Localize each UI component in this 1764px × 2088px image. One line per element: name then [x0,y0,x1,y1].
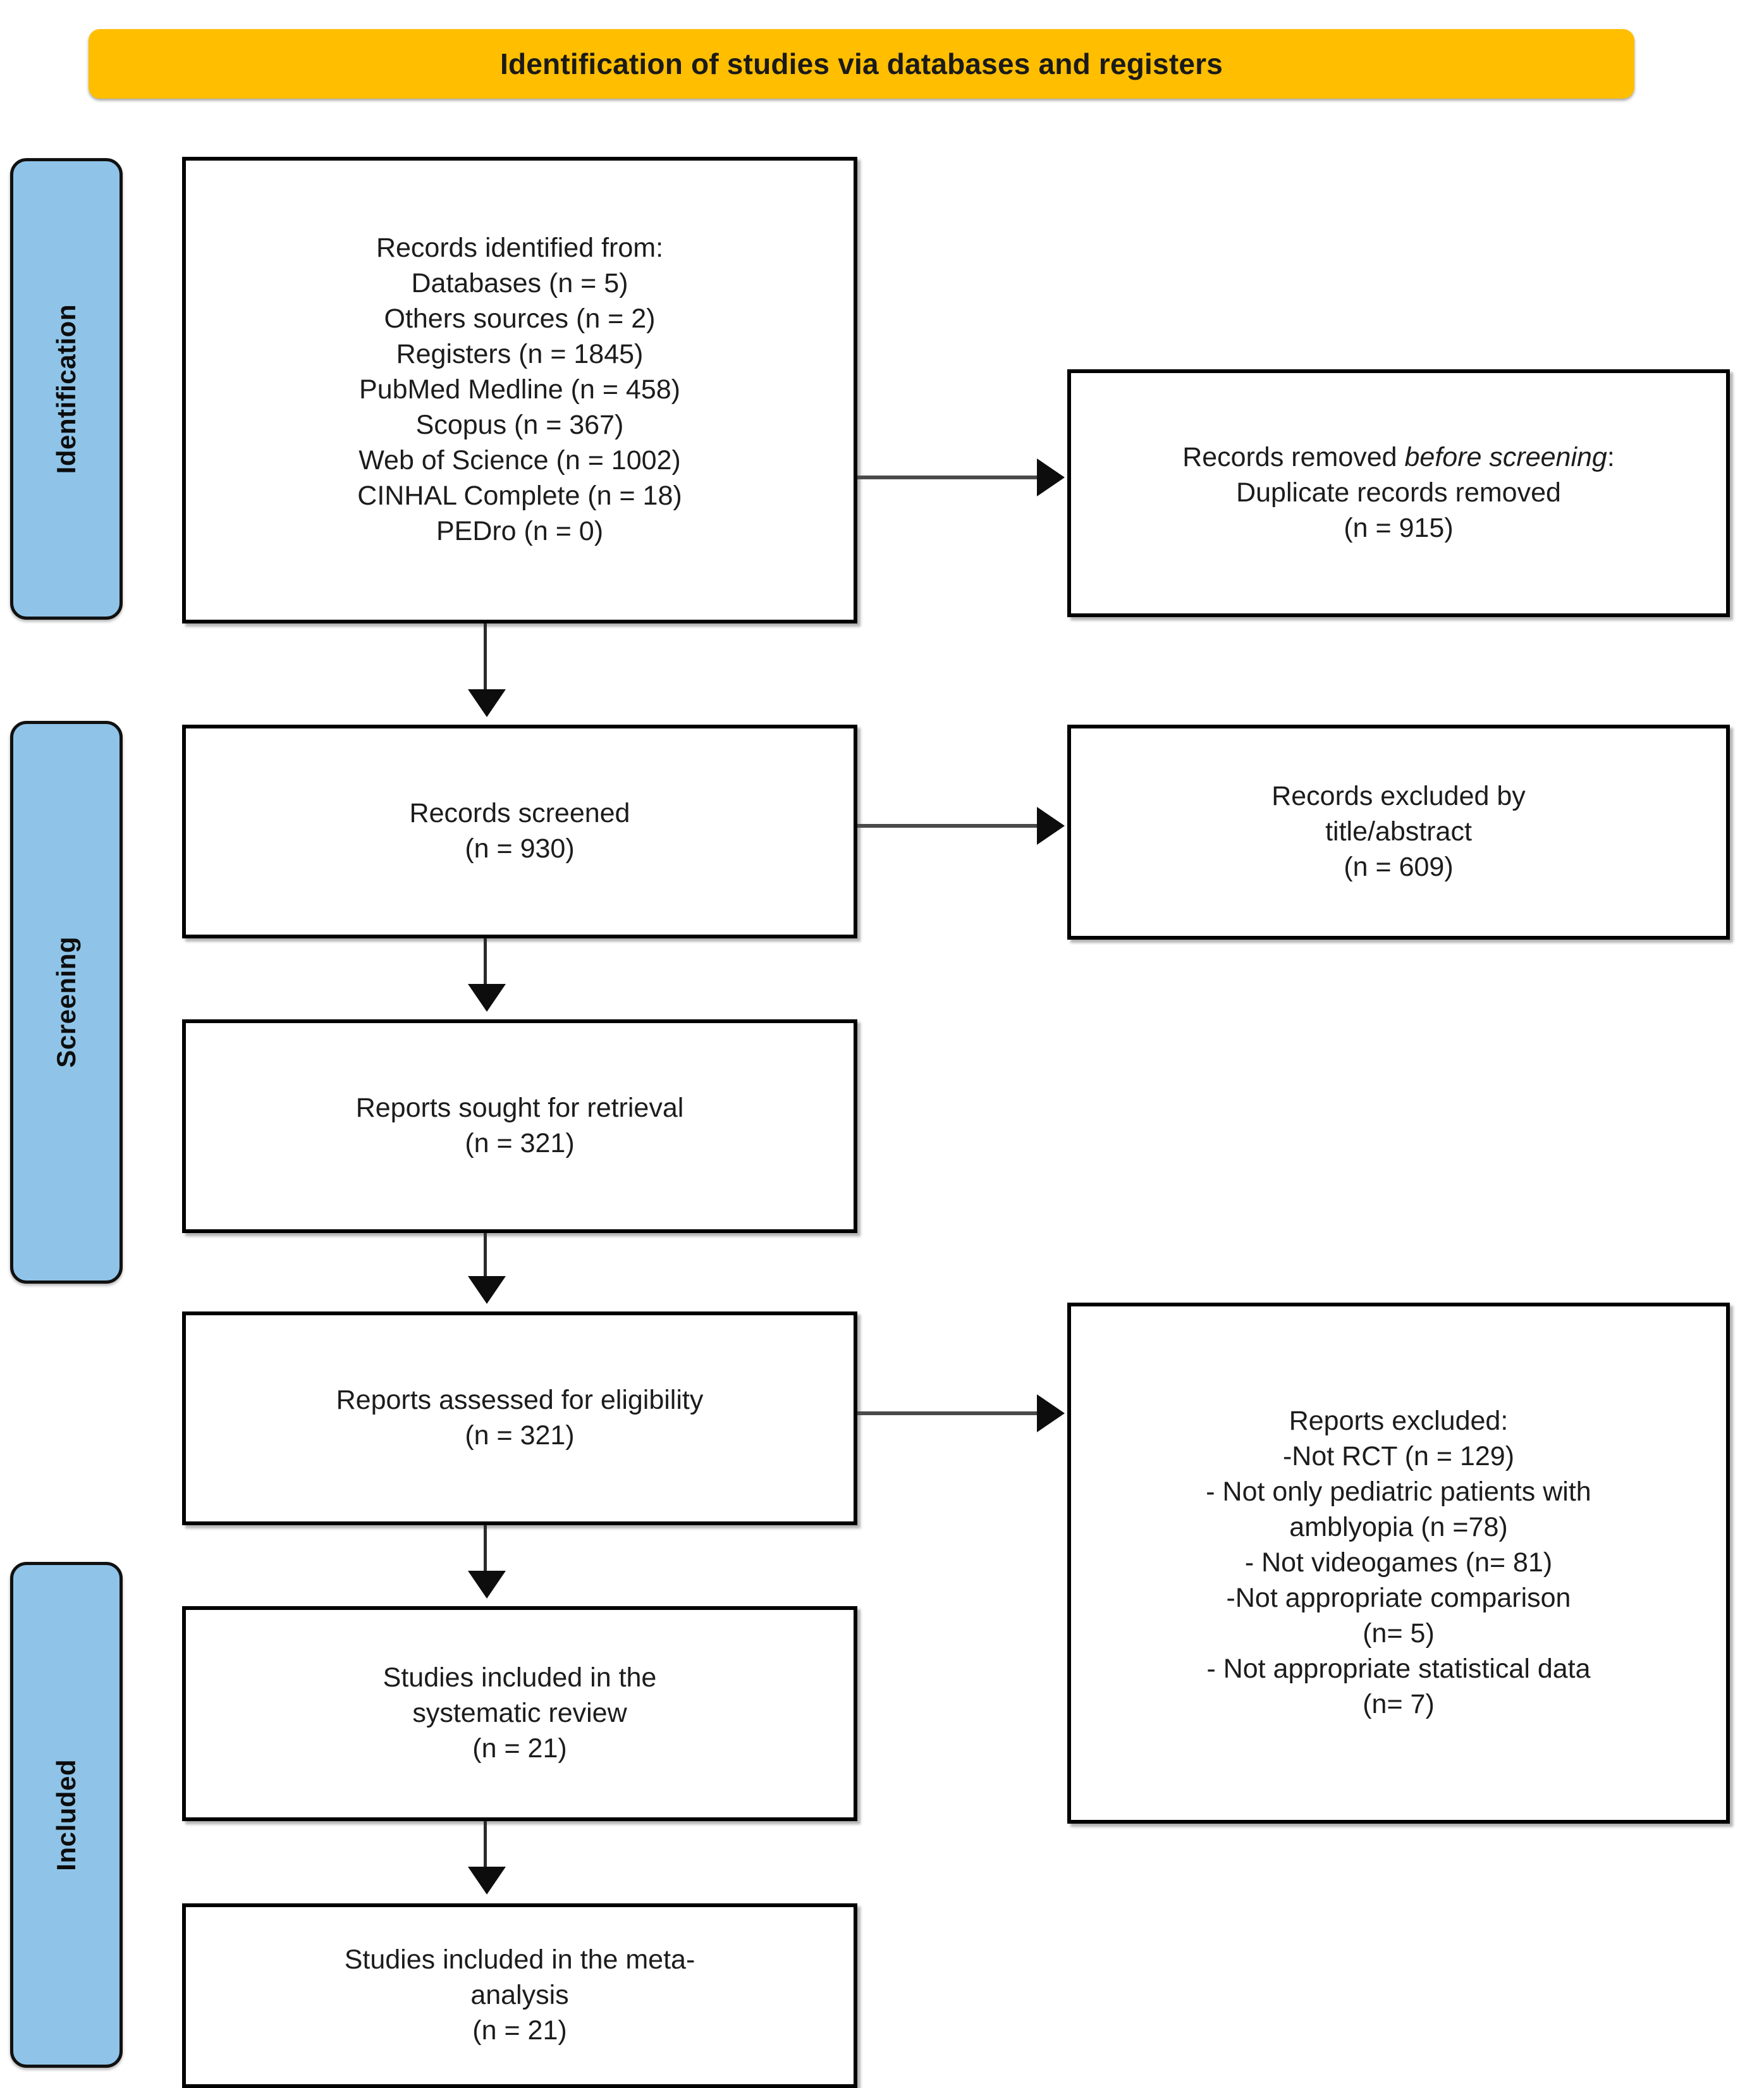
box-reports-excluded-text: Reports excluded: -Not RCT (n = 129) - N… [1206,1406,1591,1719]
connector-assessed-to-excluded-reports [857,1411,1041,1415]
duplicates-suffix: : Duplicate records removed (n = 915) [1236,442,1615,543]
diagram-header-banner: Identification of studies via databases … [89,29,1634,99]
stage-band-screening: Screening [10,721,123,1284]
arrow-down-icon [468,984,506,1012]
connector-assessed-to-review [484,1525,487,1580]
box-studies-meta-analysis-text: Studies included in the meta- analysis (… [344,1944,695,2046]
box-records-excluded-title-abstract: Records excluded by title/abstract (n = … [1067,725,1730,940]
arrow-right-icon [1037,458,1065,496]
box-records-removed-text: Records removed before screening: Duplic… [1173,440,1624,546]
box-reports-sought-text: Reports sought for retrieval (n = 321) [355,1093,684,1158]
box-records-screened: Records screened (n = 930) [182,725,857,938]
arrow-down-icon [468,1867,506,1895]
box-records-excluded-title-abstract-text: Records excluded by title/abstract (n = … [1271,781,1526,882]
stage-band-identification: Identification [10,158,123,620]
box-records-screened-text: Records screened (n = 930) [409,798,630,864]
box-reports-sought: Reports sought for retrieval (n = 321) [182,1019,857,1233]
box-studies-systematic-review: Studies included in the systematic revie… [182,1606,857,1821]
connector-review-to-meta [484,1821,487,1877]
stage-band-included: Included [10,1562,123,2068]
arrow-down-icon [468,1276,506,1304]
arrow-right-icon [1037,1394,1065,1432]
arrow-right-icon [1037,807,1065,845]
duplicates-italic: before screening [1404,442,1607,473]
duplicates-prefix: Records removed [1182,442,1405,473]
stage-label-identification: Identification [51,304,81,474]
connector-screened-to-sought [484,938,487,992]
box-reports-assessed: Reports assessed for eligibility (n = 32… [182,1311,857,1525]
box-reports-assessed-text: Reports assessed for eligibility (n = 32… [336,1385,704,1451]
diagram-title: Identification of studies via databases … [499,47,1223,80]
box-records-removed-before-screening: Records removed before screening: Duplic… [1067,369,1730,617]
connector-screened-to-excluded [857,824,1041,828]
connector-sought-to-assessed [484,1233,487,1285]
box-studies-systematic-review-text: Studies included in the systematic revie… [383,1662,657,1764]
arrow-down-icon [468,689,506,717]
connector-identified-to-duplicates [857,476,1041,479]
box-records-identified: Records identified from: Databases (n = … [182,157,857,623]
box-reports-excluded: Reports excluded: -Not RCT (n = 129) - N… [1067,1303,1730,1824]
box-records-identified-text: Records identified from: Databases (n = … [357,233,682,546]
arrow-down-icon [468,1571,506,1599]
stage-label-included: Included [51,1759,81,1871]
box-studies-meta-analysis: Studies included in the meta- analysis (… [182,1903,857,2088]
stage-label-screening: Screening [51,937,81,1068]
connector-identified-to-screened [484,623,487,697]
